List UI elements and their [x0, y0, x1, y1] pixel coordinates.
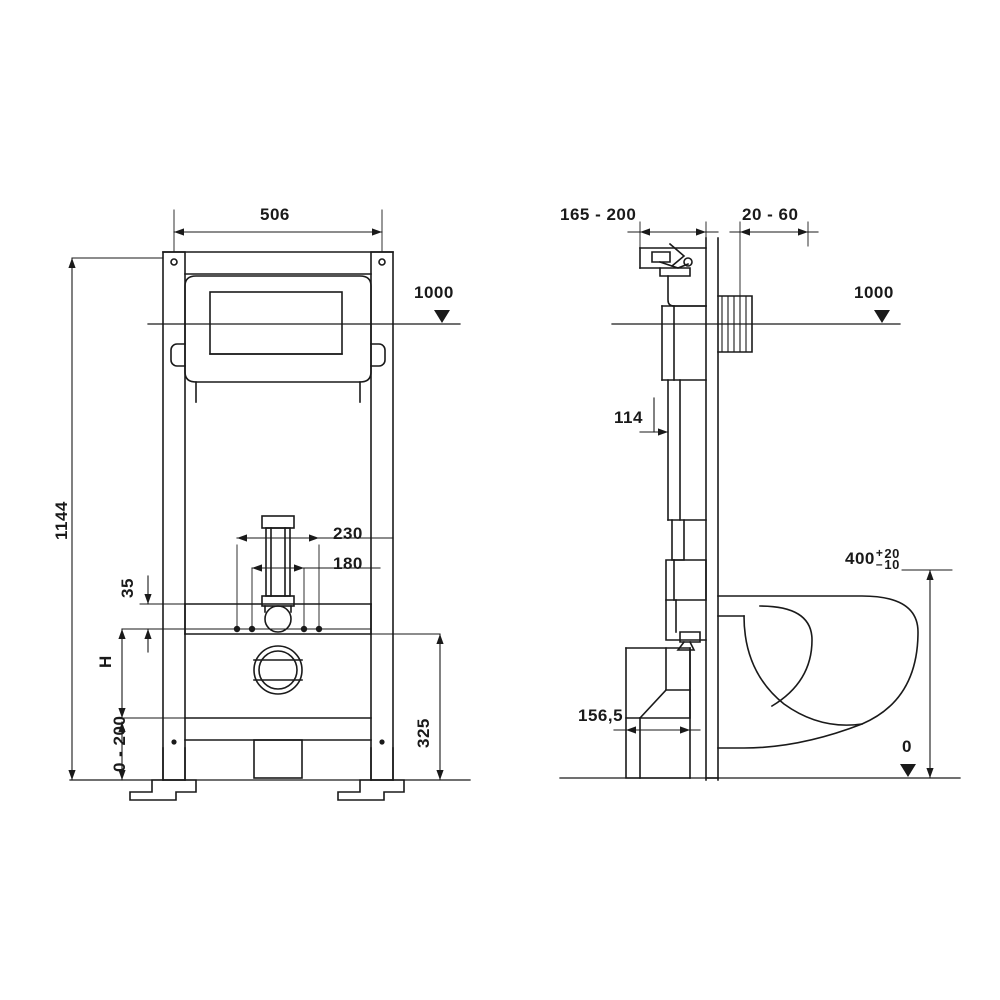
- bracket-pivot: [683, 257, 693, 267]
- lower-column-side: [665, 599, 707, 641]
- dim-label-0-200: 0 - 200: [110, 715, 129, 772]
- arrow-506-right: [372, 228, 382, 236]
- side-elevation-view: [559, 221, 961, 781]
- left-foot-base: [129, 779, 197, 801]
- arrow-165200-left: [640, 228, 650, 236]
- right-foot-base: [337, 779, 405, 801]
- flush-pipe-elbow: [264, 605, 292, 633]
- flush-pipe-lines: [270, 527, 286, 597]
- waste-outlet-inner: [258, 650, 298, 690]
- arrow-1565-left: [626, 726, 636, 734]
- bowl-bowl-curve: [743, 615, 863, 726]
- dim-label-156-5: 156,5: [578, 706, 624, 725]
- front-elevation-view: [68, 209, 471, 801]
- dim-label-325: 325: [414, 718, 433, 748]
- frame-left-upright: [162, 251, 186, 781]
- arrow-35-top: [144, 594, 152, 604]
- arrow-2060-right: [798, 228, 808, 236]
- waste-outlet-ribs: [253, 659, 303, 681]
- datum-marker-0: [900, 764, 916, 777]
- dim-label-180: 180: [333, 554, 363, 573]
- dim-label-1000-front: 1000: [414, 283, 454, 302]
- tolerance-plus: 20: [884, 545, 900, 561]
- bowl-inner-rim: [759, 605, 813, 708]
- waste-outlet-outer: [253, 645, 303, 695]
- dim-label-1000-side: 1000: [854, 283, 894, 302]
- support-rail-ends: [184, 603, 372, 635]
- dim-label-230: 230: [333, 524, 363, 543]
- bracket-clip: [651, 251, 671, 263]
- arrow-180-right: [294, 564, 304, 572]
- connector-box-left: [625, 647, 641, 719]
- dim-label-165-200: 165 - 200: [560, 205, 637, 224]
- flush-pipe-collar: [261, 515, 295, 529]
- arrow-1144-bottom: [68, 770, 76, 780]
- connector-box-outer: [625, 647, 691, 719]
- dim-label-400: 400 + – 20 10: [845, 545, 900, 572]
- dim-label-35: 35: [118, 578, 137, 598]
- waste-connector-side: [679, 631, 701, 643]
- arrow-400-top: [926, 570, 934, 580]
- plus-sign: +: [875, 546, 884, 560]
- left-lug: [170, 343, 186, 367]
- bracket-arm: [668, 242, 686, 268]
- arrow-2060-left: [740, 228, 750, 236]
- datum-marker-1000-front: [434, 310, 450, 323]
- arrow-H-bottom: [118, 708, 126, 718]
- tolerance-signs: + –: [876, 547, 884, 570]
- left-foot-pin: [171, 739, 177, 745]
- dim-label-1144: 1144: [52, 501, 71, 540]
- arrow-506-left: [174, 228, 184, 236]
- right-foot-pin: [379, 739, 385, 745]
- cistern-outline: [184, 275, 372, 383]
- right-lug: [370, 343, 386, 367]
- frame-right-upright: [370, 251, 394, 781]
- arrow-1144-top: [68, 258, 76, 268]
- elbow-sides: [264, 605, 292, 613]
- tolerance-minus: 10: [884, 556, 900, 572]
- datum-marker-1000-side: [874, 310, 890, 323]
- connector-box-diag: [638, 647, 667, 720]
- dim-label-400-value: 400: [845, 548, 875, 568]
- bracket-plate: [659, 267, 691, 277]
- waste-elbow-side: [676, 640, 696, 651]
- arrow-400-bottom: [926, 768, 934, 778]
- dim-label-H: H: [96, 655, 115, 668]
- lower-block: [253, 739, 303, 779]
- arrow-230-right: [309, 534, 319, 542]
- access-panel: [209, 291, 343, 355]
- dim-label-20-60: 20 - 60: [742, 205, 799, 224]
- dim-label-0: 0: [902, 737, 912, 756]
- flush-pipe-side: [671, 519, 685, 561]
- arrow-0200-bottom: [118, 770, 126, 780]
- arrow-165200-right: [696, 228, 706, 236]
- dim-label-114: 114: [614, 408, 643, 427]
- cistern-side-top: [667, 275, 707, 307]
- arrow-230-left: [237, 534, 247, 542]
- arrow-H-top: [118, 629, 126, 639]
- minus-sign: –: [875, 557, 884, 571]
- right-foot-stem: [370, 747, 394, 781]
- dim-label-506: 506: [260, 205, 290, 224]
- arrow-1565-right: [680, 726, 690, 734]
- left-foot-stem: [162, 747, 186, 781]
- arrow-325-bottom: [436, 770, 444, 780]
- right-top-pin: [378, 258, 386, 266]
- outlet-box-side: [665, 559, 707, 601]
- arrow-114-right: [658, 428, 668, 436]
- bowl-outline: [717, 595, 919, 749]
- arrow-180-left: [252, 564, 262, 572]
- arrow-325-top: [436, 634, 444, 644]
- arrow-0200-top: [118, 722, 126, 732]
- left-top-pin: [170, 258, 178, 266]
- tolerance-values: 20 10: [884, 545, 900, 572]
